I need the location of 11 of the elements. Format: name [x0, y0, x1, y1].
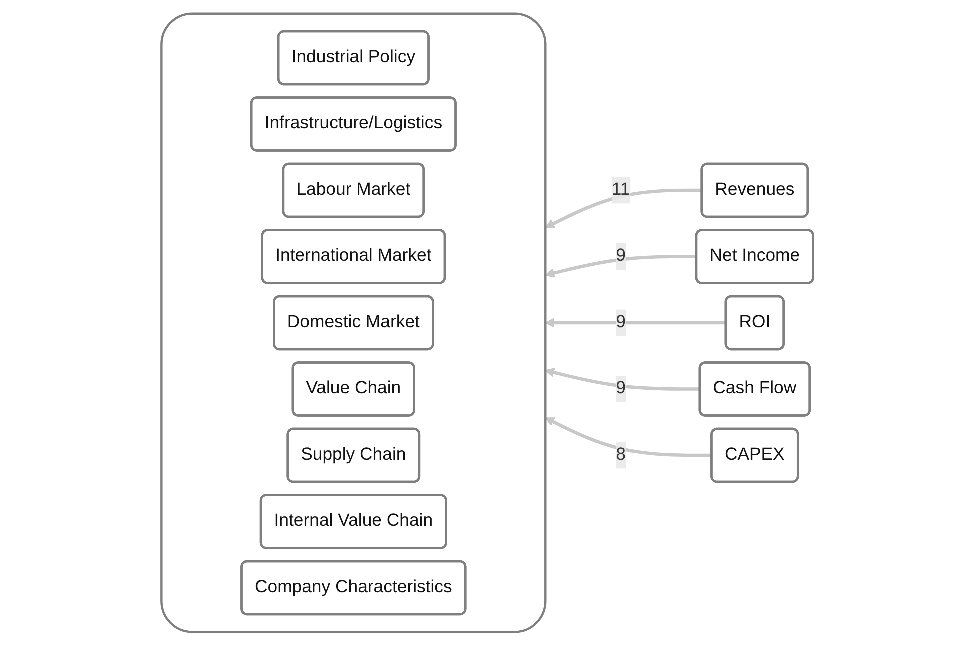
- edge-label: 9: [616, 246, 626, 266]
- arrow: [545, 368, 700, 391]
- arrow: [545, 318, 726, 328]
- edge-label: 11: [612, 180, 630, 200]
- edge-label: 8: [616, 446, 626, 464]
- arrow: [545, 418, 712, 458]
- cluster: [160, 12, 547, 634]
- edge-label: 9: [616, 313, 626, 332]
- edge-label: 9: [616, 379, 626, 398]
- arrow: [545, 188, 702, 228]
- arrow: [545, 255, 696, 278]
